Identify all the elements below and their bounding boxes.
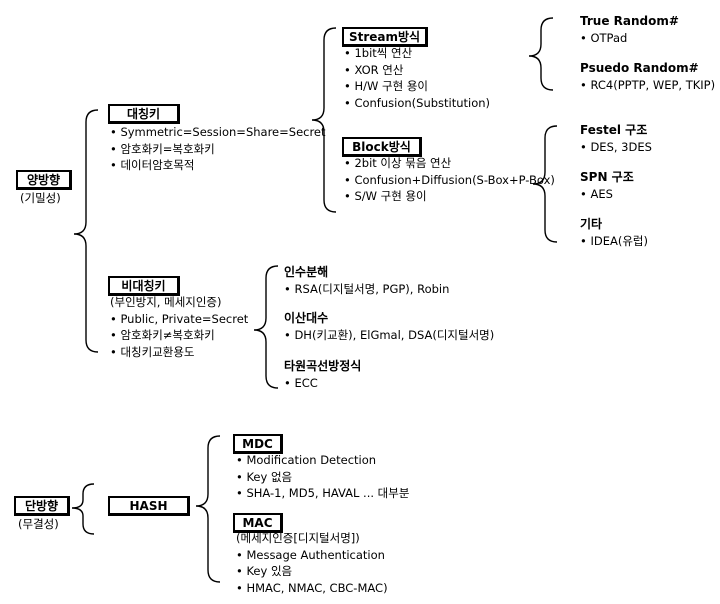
- list-item: S/W 구현 용이: [344, 188, 555, 205]
- asymmetric-items: (부인방지, 메세지인증) Public, Private=Secret 암호화…: [110, 294, 248, 360]
- list-item: IDEA(유럽): [580, 233, 648, 250]
- group-title: 타원곡선방정식: [284, 359, 362, 373]
- asymmetric-box: 비대칭키: [108, 276, 180, 296]
- list-item: OTPad: [580, 30, 679, 47]
- hash-box: HASH: [108, 496, 190, 516]
- festel-group: Festel 구조 DES, 3DES: [580, 122, 652, 155]
- stream-items: 1bit씩 연산 XOR 연산 H/W 구현 용이 Confusion(Subs…: [344, 45, 490, 111]
- list-item: 대칭키교환용도: [110, 344, 248, 361]
- stream-label: Stream방식: [348, 30, 421, 44]
- bracket-symmetric: [311, 27, 337, 213]
- factorization-group: 인수분해 RSA(디지털서명, PGP), Robin: [284, 264, 449, 297]
- root-bidirectional-box: 양방향: [16, 170, 72, 190]
- mac-label: MAC: [242, 516, 273, 530]
- asymmetric-note: (부인방지, 메세지인증): [110, 295, 222, 309]
- list-item: 데이터암호목적: [110, 157, 326, 174]
- list-item: 암호화키≠복호화키: [110, 327, 248, 344]
- etc-group: 기타 IDEA(유럽): [580, 216, 648, 249]
- stream-box: Stream방식: [342, 27, 428, 47]
- symmetric-items: Symmetric=Session=Share=Secret 암호화키=복호화키…: [110, 124, 326, 174]
- group-title: Festel 구조: [580, 123, 648, 137]
- symmetric-label: 대칭키: [126, 107, 161, 121]
- root-oneway-label: 단방향: [24, 499, 59, 513]
- block-box: Block방식: [342, 137, 422, 157]
- spn-group: SPN 구조 AES: [580, 169, 634, 202]
- list-item: DES, 3DES: [580, 139, 651, 156]
- list-item: Key 있음: [236, 563, 388, 580]
- list-item: RC4(PPTP, WEP, TKIP): [580, 77, 715, 94]
- mac-items: (메세지인증[디지털서명]) Message Authentication Ke…: [236, 530, 388, 596]
- block-label: Block방식: [352, 140, 411, 154]
- mdc-items: Modification Detection Key 없음 SHA-1, MD5…: [236, 452, 409, 502]
- list-item: 2bit 이상 묶음 연산: [344, 155, 555, 172]
- symmetric-box: 대칭키: [108, 104, 180, 124]
- list-item: Key 없음: [236, 469, 409, 486]
- group-title: 이산대수: [284, 311, 329, 325]
- list-item: Symmetric=Session=Share=Secret: [110, 124, 325, 141]
- list-item: SHA-1, MD5, HAVAL ... 대부분: [236, 485, 409, 502]
- list-item: 1bit씩 연산: [344, 45, 490, 62]
- list-item: AES: [580, 186, 634, 203]
- group-title: Psuedo Random#: [580, 61, 699, 75]
- list-item: Confusion(Substitution): [344, 95, 490, 112]
- discrete-log-group: 이산대수 DH(키교환), ElGmal, DSA(디지털서명): [284, 310, 494, 343]
- list-item: ECC: [284, 375, 361, 392]
- root-oneway-sub: (무결성): [18, 517, 59, 531]
- block-items: 2bit 이상 묶음 연산 Confusion+Diffusion(S-Box+…: [344, 155, 555, 205]
- bracket-root1: [73, 109, 99, 353]
- list-item: Modification Detection: [236, 452, 409, 469]
- bracket-hash: [195, 435, 221, 583]
- list-item: Public, Private=Secret: [110, 311, 248, 328]
- bracket-stream-groups: [528, 17, 554, 91]
- list-item: DH(키교환), ElGmal, DSA(디지털서명): [284, 327, 494, 344]
- list-item: Message Authentication: [236, 547, 388, 564]
- list-item: HMAC, NMAC, CBC-MAC): [236, 580, 387, 597]
- list-item: Confusion+Diffusion(S-Box+P-Box): [344, 172, 554, 189]
- mdc-label: MDC: [242, 437, 273, 451]
- group-title: SPN 구조: [580, 170, 634, 184]
- true-random-group: True Random# OTPad: [580, 13, 679, 46]
- root-oneway-box: 단방향: [14, 496, 70, 516]
- group-title: True Random#: [580, 14, 679, 28]
- mac-box: MAC: [233, 513, 283, 533]
- asymmetric-label: 비대칭키: [121, 279, 166, 293]
- pseudo-random-group: Psuedo Random# RC4(PPTP, WEP, TKIP): [580, 60, 715, 93]
- bracket-root2: [71, 483, 95, 535]
- bracket-asymmetric-groups: [253, 265, 279, 389]
- mac-note: (메세지인증[디지털서명]): [236, 531, 360, 545]
- list-item: RSA(디지털서명, PGP), Robin: [284, 281, 449, 298]
- group-title: 인수분해: [284, 265, 329, 279]
- group-title: 기타: [580, 217, 603, 231]
- root-bidirectional-sub: (기밀성): [20, 191, 61, 205]
- list-item: H/W 구현 용이: [344, 78, 490, 95]
- mdc-box: MDC: [233, 434, 283, 454]
- list-item: 암호화키=복호화키: [110, 141, 326, 158]
- elliptic-curve-group: 타원곡선방정식 ECC: [284, 358, 361, 391]
- list-item: XOR 연산: [344, 62, 490, 79]
- root-bidirectional-label: 양방향: [26, 173, 61, 187]
- hash-label: HASH: [129, 499, 168, 513]
